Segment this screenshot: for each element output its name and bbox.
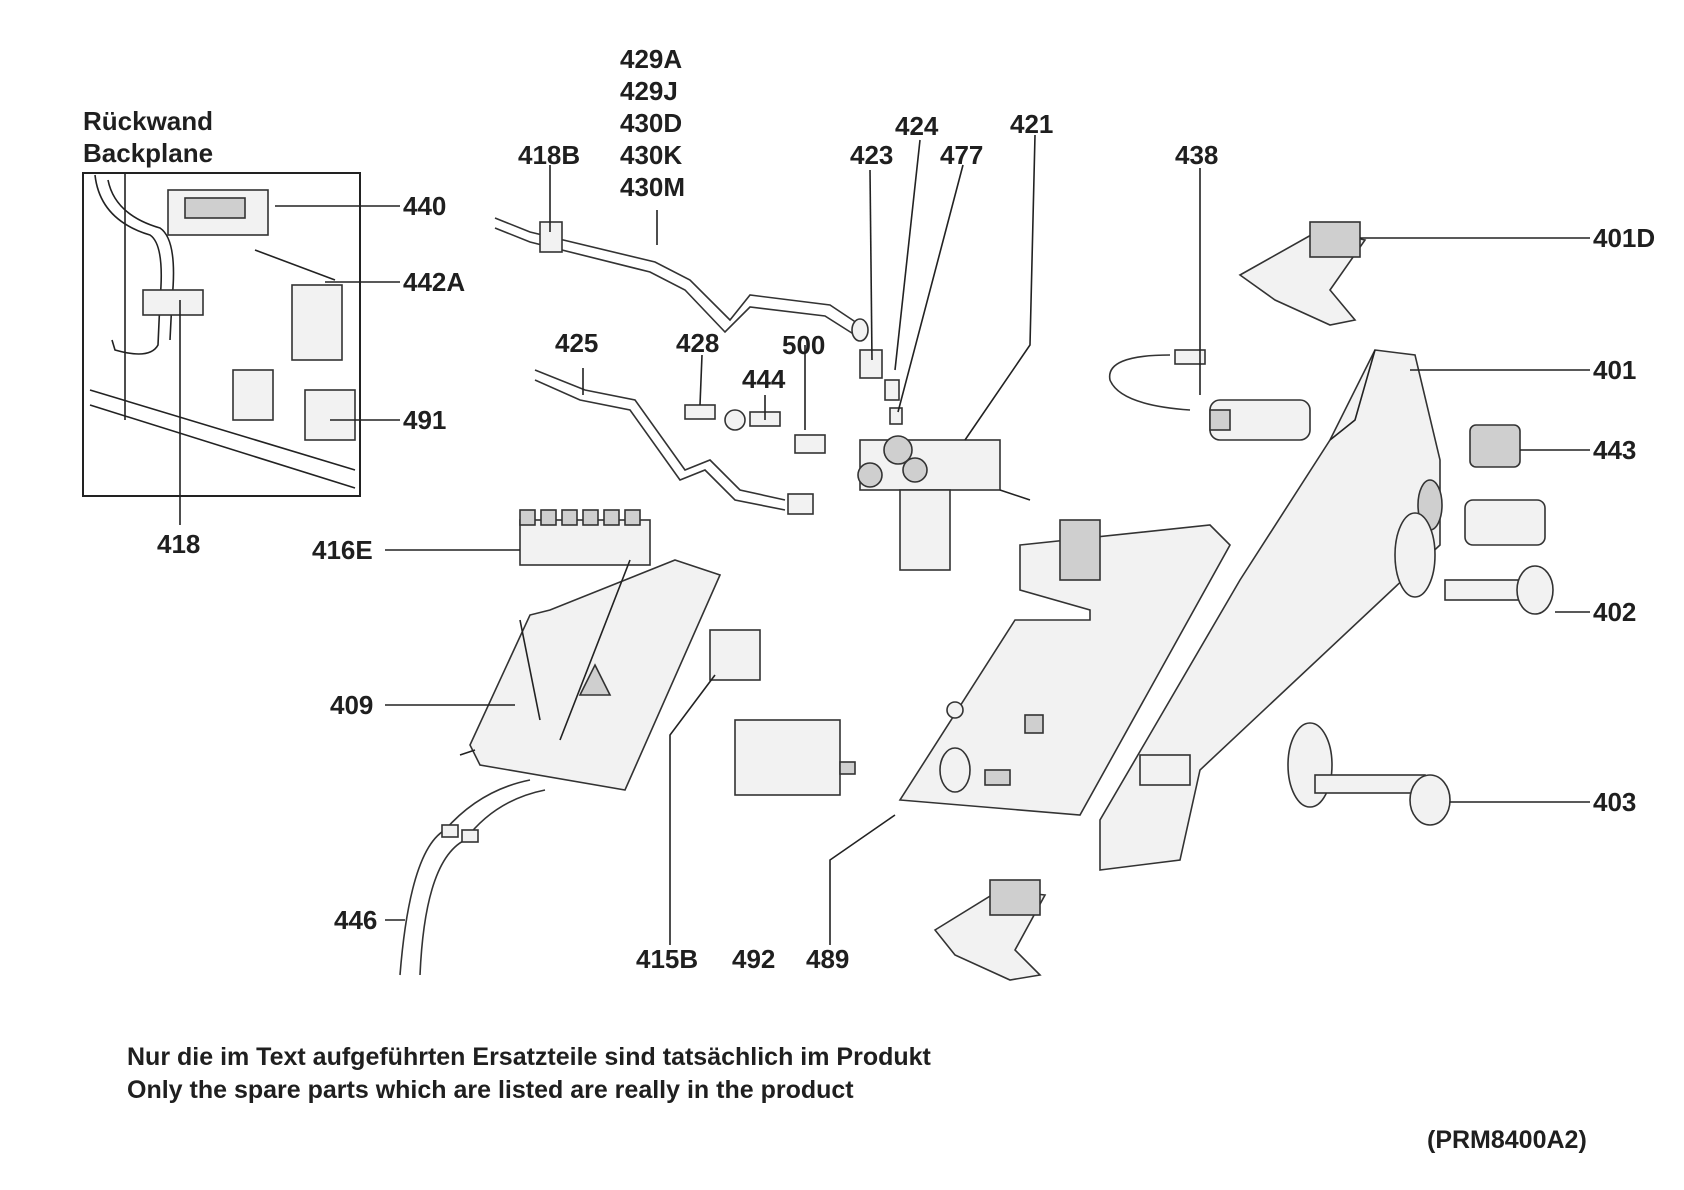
housing-front-panel — [1099, 349, 1443, 871]
label-416E: 416E — [312, 535, 373, 565]
label-423: 423 — [850, 140, 893, 170]
label-446: 446 — [334, 905, 377, 935]
label-403: 403 — [1593, 787, 1636, 817]
label-442A: 442A — [403, 267, 465, 297]
label-500: 500 — [782, 330, 825, 360]
control-board — [898, 519, 1231, 816]
terminal-strip-416E — [519, 509, 651, 566]
bracket-upper — [1238, 221, 1367, 326]
label-428: 428 — [676, 328, 719, 358]
wire-leads-446 — [399, 779, 546, 976]
label-401D: 401D — [1593, 223, 1655, 253]
backplane-title-de: Rückwand — [83, 106, 213, 136]
gas-valve-assembly — [857, 435, 1031, 571]
drawing-code: (PRM8400A2) — [1427, 1126, 1587, 1154]
label-418B: 418B — [518, 140, 580, 170]
label-430D: 430D — [620, 108, 682, 138]
footer-note-en: Only the spare parts which are listed ar… — [127, 1076, 854, 1104]
label-409: 409 — [330, 690, 373, 720]
label-429A: 429A — [620, 44, 682, 74]
label-425: 425 — [555, 328, 598, 358]
gas-pipe-upper — [494, 217, 869, 342]
label-477: 477 — [940, 140, 983, 170]
gas-pipe-lower — [534, 369, 814, 515]
label-415B: 415B — [636, 944, 698, 974]
label-418: 418 — [157, 529, 200, 559]
module-492 — [734, 719, 856, 796]
label-421: 421 — [1010, 109, 1053, 139]
label-489: 489 — [806, 944, 849, 974]
label-491: 491 — [403, 405, 446, 435]
electrical-cover-409 — [459, 559, 722, 791]
terminal-block-415B — [709, 629, 761, 681]
label-438: 438 — [1175, 140, 1218, 170]
footer-note-de: Nur die im Text aufgeführten Ersatzteile… — [127, 1043, 932, 1071]
terminal-tops — [519, 509, 641, 526]
label-401: 401 — [1593, 355, 1636, 385]
label-429J: 429J — [620, 76, 678, 106]
label-424: 424 — [895, 111, 939, 141]
igniter-assembly — [1108, 349, 1311, 441]
bracket-lower — [933, 879, 1047, 981]
label-443: 443 — [1593, 435, 1636, 465]
switch-443 — [1469, 424, 1521, 468]
label-402: 402 — [1593, 597, 1636, 627]
backplane-inset — [82, 172, 361, 497]
knob-inner-443 — [1464, 499, 1546, 546]
label-492: 492 — [732, 944, 775, 974]
knob-402 — [1444, 565, 1554, 615]
label-440: 440 — [403, 191, 446, 221]
label-430M: 430M — [620, 172, 685, 202]
leader-lines — [179, 134, 1590, 945]
label-444: 444 — [742, 364, 786, 394]
label-430K: 430K — [620, 140, 682, 170]
fittings-group — [684, 349, 903, 454]
backplane-title-en: Backplane — [83, 138, 213, 168]
knob-403 — [1314, 774, 1451, 826]
